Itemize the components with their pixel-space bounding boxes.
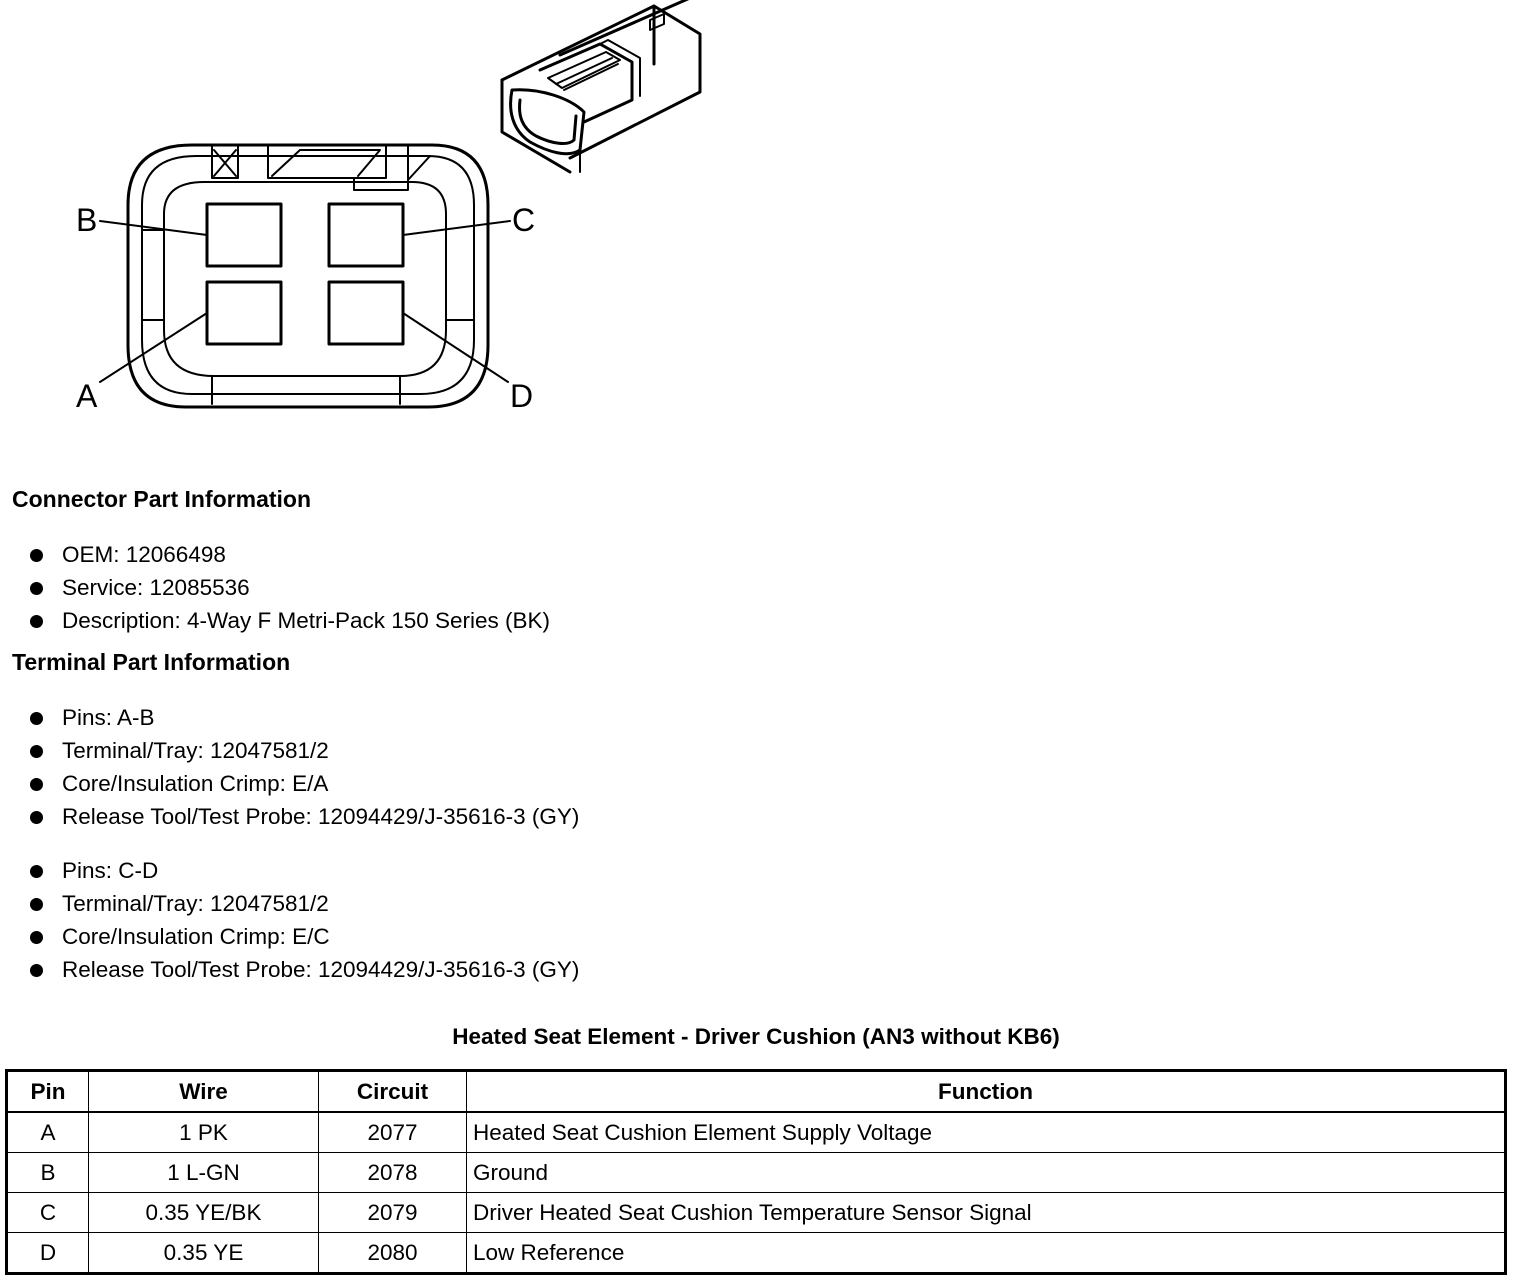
column-header-pin: Pin xyxy=(6,1070,89,1113)
column-header-function: Function xyxy=(466,1070,1506,1113)
cell-pin: D xyxy=(6,1232,89,1274)
list-item: Pins: A-B xyxy=(30,701,579,734)
pin-label-a: A xyxy=(76,378,98,414)
connector-3d-illustration xyxy=(500,0,702,174)
table-row: C 0.35 YE/BK 2079 Driver Heated Seat Cus… xyxy=(6,1192,1506,1233)
list-item: Release Tool/Test Probe: 12094429/J-3561… xyxy=(30,800,579,833)
cell-wire: 1 L-GN xyxy=(88,1152,319,1193)
list-item: Service: 12085536 xyxy=(30,571,550,604)
cell-wire: 0.35 YE xyxy=(88,1232,319,1274)
connector-face xyxy=(126,143,490,409)
list-item: Release Tool/Test Probe: 12094429/J-3561… xyxy=(30,953,579,986)
leader-lines xyxy=(99,220,511,383)
table-row: D 0.35 YE 2080 Low Reference xyxy=(6,1232,1506,1274)
list-item: Core/Insulation Crimp: E/C xyxy=(30,920,579,953)
list-item: Terminal/Tray: 12047581/2 xyxy=(30,887,579,920)
cell-circuit: 2078 xyxy=(318,1152,467,1193)
terminal-info-list-2: Pins: C-D Terminal/Tray: 12047581/2 Core… xyxy=(30,854,579,986)
cell-circuit: 2080 xyxy=(318,1232,467,1274)
cell-function: Heated Seat Cushion Element Supply Volta… xyxy=(466,1111,1506,1153)
cell-circuit: 2077 xyxy=(318,1111,467,1153)
terminal-info-heading: Terminal Part Information xyxy=(12,649,291,675)
cell-function: Driver Heated Seat Cushion Temperature S… xyxy=(466,1192,1506,1233)
column-header-wire: Wire xyxy=(88,1070,319,1113)
cell-pin: B xyxy=(6,1152,89,1193)
list-item: Pins: C-D xyxy=(30,854,579,887)
cell-circuit: 2079 xyxy=(318,1192,467,1233)
terminal-info-list-1: Pins: A-B Terminal/Tray: 12047581/2 Core… xyxy=(30,701,579,833)
cell-wire: 1 PK xyxy=(88,1111,319,1153)
cavity-b xyxy=(205,202,283,268)
cell-wire: 0.35 YE/BK xyxy=(88,1192,319,1233)
cavity-d xyxy=(327,280,405,346)
cell-pin: C xyxy=(6,1192,89,1233)
table-row: A 1 PK 2077 Heated Seat Cushion Element … xyxy=(6,1111,1506,1153)
cavity-c xyxy=(327,202,405,268)
table-header-row: Pin Wire Circuit Function xyxy=(6,1070,1506,1113)
connector-diagram: B C A D xyxy=(76,0,702,414)
table-title: Heated Seat Element - Driver Cushion (AN… xyxy=(452,1024,1060,1049)
pin-label-c: C xyxy=(512,202,535,238)
cell-function: Low Reference xyxy=(466,1232,1506,1274)
cavity-a xyxy=(205,280,283,346)
list-item: Core/Insulation Crimp: E/A xyxy=(30,767,579,800)
list-item: Terminal/Tray: 12047581/2 xyxy=(30,734,579,767)
table-row: B 1 L-GN 2078 Ground xyxy=(6,1152,1506,1193)
pin-label-b: B xyxy=(76,202,97,238)
pinout-table: Pin Wire Circuit Function A 1 PK 2077 He… xyxy=(5,1069,1507,1275)
list-item: Description: 4-Way F Metri-Pack 150 Seri… xyxy=(30,604,550,637)
pin-label-d: D xyxy=(510,378,533,414)
list-item: OEM: 12066498 xyxy=(30,538,550,571)
column-header-circuit: Circuit xyxy=(318,1070,467,1113)
cell-function: Ground xyxy=(466,1152,1506,1193)
connector-info-heading: Connector Part Information xyxy=(12,486,312,512)
cell-pin: A xyxy=(6,1111,89,1153)
connector-info-list: OEM: 12066498 Service: 12085536 Descript… xyxy=(30,538,550,637)
